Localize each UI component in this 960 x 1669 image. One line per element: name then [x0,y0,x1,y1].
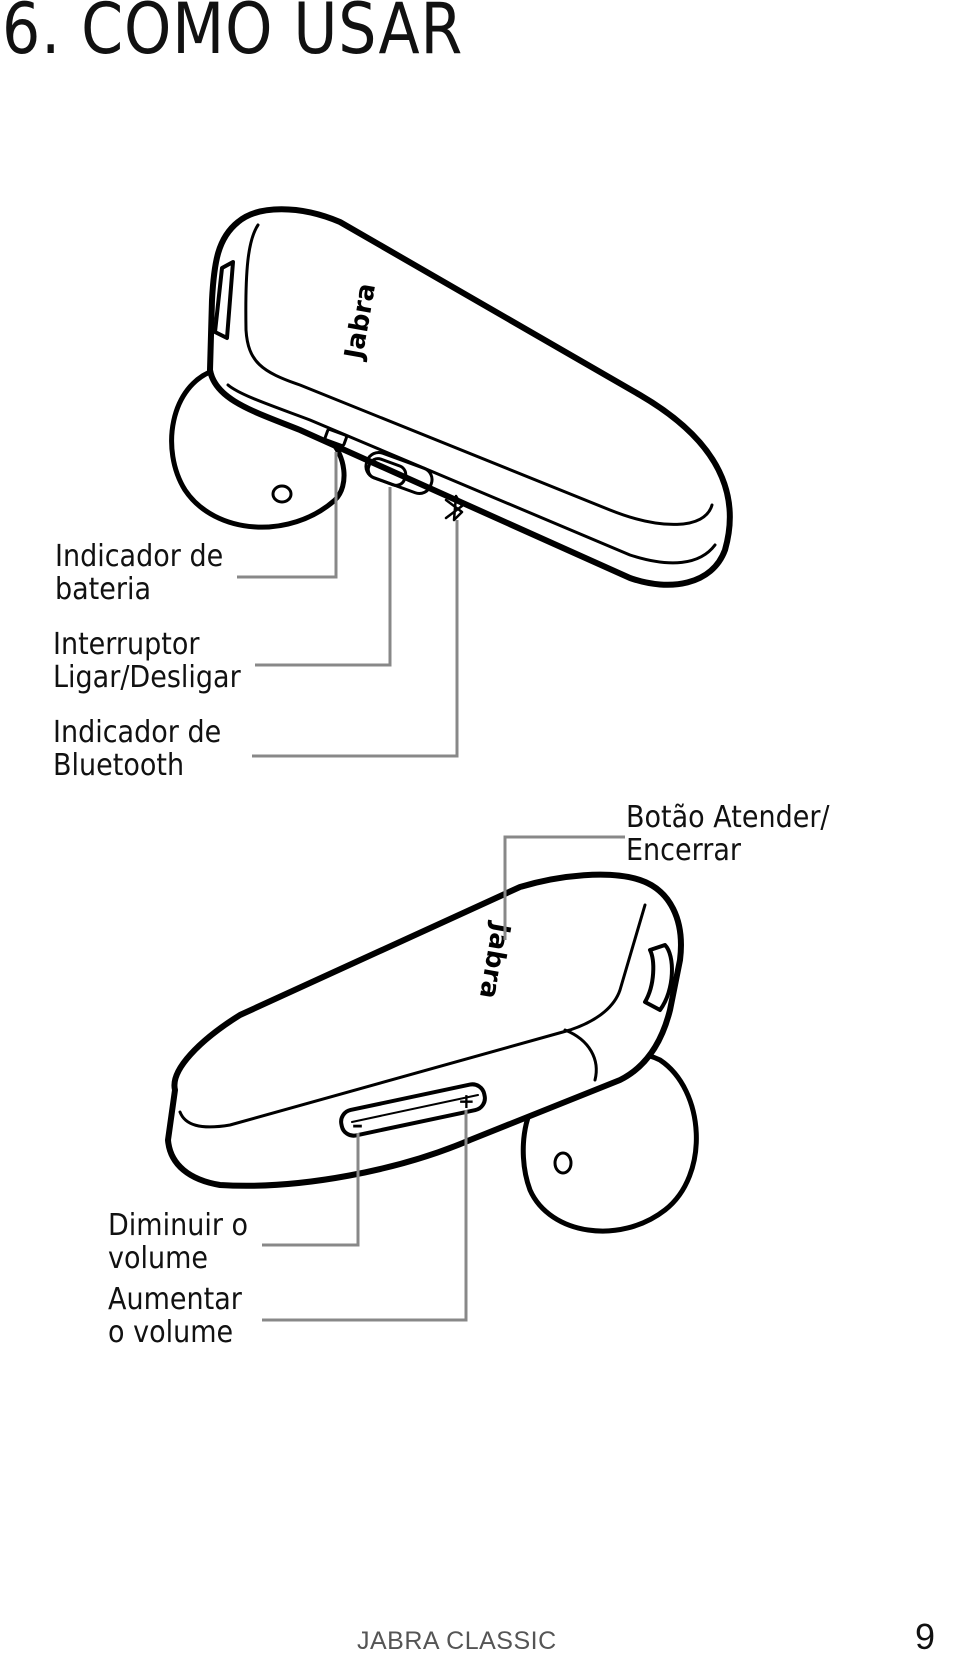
callout-answer-end-button: Botão Atender/ Encerrar [626,801,830,867]
headset-top-view: Jabra [169,206,733,588]
body-ridge [563,1028,598,1082]
ear-gel-hole [553,1151,573,1175]
page-number: 9 [915,1616,936,1657]
callout-power-switch: Interruptor Ligar/Desligar [53,628,241,694]
callout-line: volume [108,1241,209,1276]
headset-bottom-view: Jabra [165,871,699,1234]
leader-answer-end [503,835,625,940]
volume-rocker-divider [351,1094,479,1123]
footer-product-name: JABRA CLASSIC [357,1627,557,1655]
side-button [213,260,235,340]
callout-battery-indicator: Indicador de bateria [55,540,223,606]
body-contour [178,903,647,1129]
callout-volume-down: Diminuir o volume [108,1209,248,1275]
body-contour [244,223,714,526]
callout-volume-up: Aumentar o volume [108,1283,242,1349]
ear-gel-hole [271,484,293,504]
answer-end-button [643,943,674,1012]
leader-battery [237,452,338,579]
leader-bluetooth [252,520,459,758]
callout-line: Interruptor [53,627,200,662]
leader-volume-down [262,1133,360,1247]
top-callout-lines [237,452,459,758]
leader-volume-up [262,1110,468,1322]
battery-indicator-led [323,427,349,447]
callout-line: Aumentar [108,1282,242,1317]
ear-gel [169,367,347,530]
callout-line: Diminuir o [108,1208,249,1243]
volume-down-icon: – [352,1113,363,1138]
volume-up-icon: + [458,1089,475,1113]
callout-line: Botão Atender/ [626,800,830,835]
callout-line: bateria [55,572,152,607]
leader-power [255,487,392,667]
callout-line: Ligar/Desligar [53,660,241,695]
callout-line: Encerrar [626,833,742,868]
bottom-callout-lines [262,835,625,1322]
page-title: 6. COMO USAR [2,0,464,70]
volume-rocker [339,1082,487,1138]
callout-line: Indicador de [53,715,222,750]
body-lower-edge [226,383,717,565]
power-switch-slider [366,457,408,487]
callout-bluetooth-indicator: Indicador de Bluetooth [53,716,221,782]
callout-line: Bluetooth [53,748,185,783]
bluetooth-icon [444,494,464,522]
callout-line: Indicador de [55,539,224,574]
callout-line: o volume [108,1315,234,1350]
headset-body [207,206,733,588]
